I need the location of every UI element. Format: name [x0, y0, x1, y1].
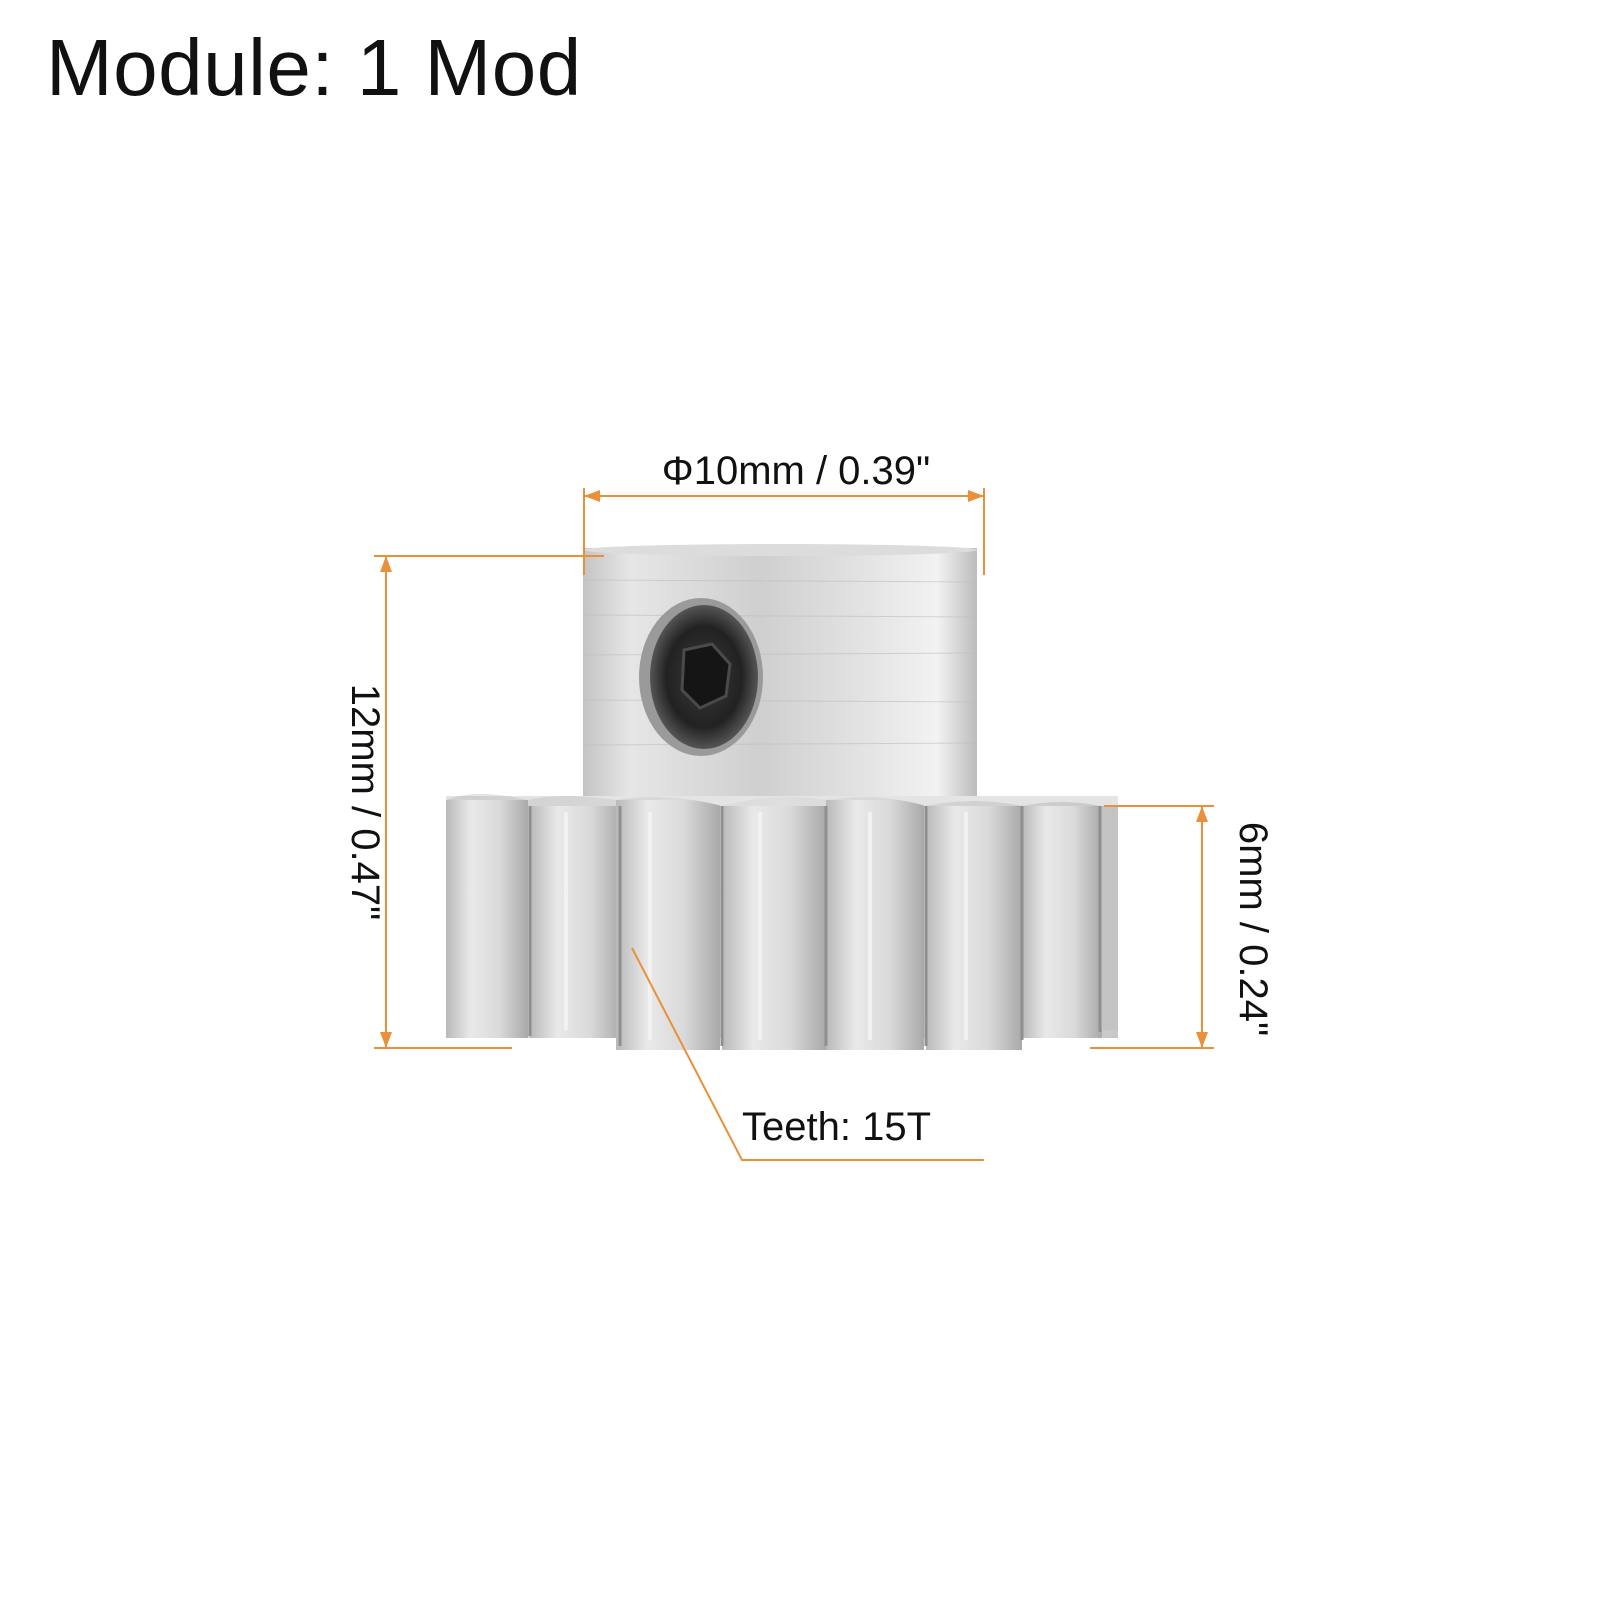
gear-height-label: 6mm / 0.24" [1231, 822, 1275, 1036]
gear-image [446, 544, 1118, 1050]
arrowhead-bottom [380, 1032, 392, 1048]
teeth-label: Teeth: 15T [742, 1105, 931, 1149]
arrowhead-right [968, 490, 984, 502]
arrowhead-bottom [1196, 1032, 1208, 1048]
dimension-hub-diameter: Φ10mm / 0.39" [583, 449, 985, 575]
page-title: Module: 1 Mod [46, 23, 582, 112]
total-height-label: 12mm / 0.47" [343, 684, 387, 921]
gear-teeth [446, 794, 1118, 1050]
arrowhead-left [584, 490, 600, 502]
arrowhead-top [380, 556, 392, 572]
set-screw-icon [639, 598, 763, 756]
callout-teeth: Teeth: 15T [631, 947, 984, 1161]
hub-diameter-label: Φ10mm / 0.39" [662, 449, 930, 493]
arrowhead-top [1196, 806, 1208, 822]
dimension-total-height: 12mm / 0.47" [343, 555, 604, 1049]
dimension-gear-height: 6mm / 0.24" [1090, 805, 1275, 1049]
